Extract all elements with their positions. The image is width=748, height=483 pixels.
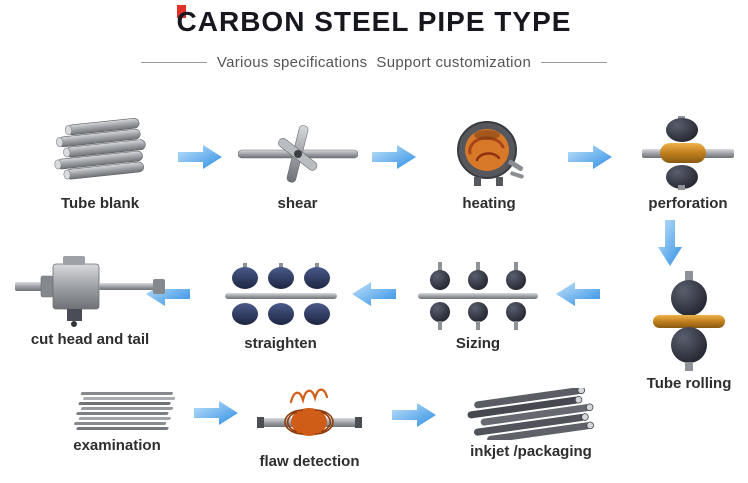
tube-blank-image: [54, 117, 146, 179]
step-label-sizing: Sizing: [455, 335, 501, 352]
step-sizing: Sizing: [408, 256, 548, 352]
step-label-straighten: straighten: [244, 335, 317, 352]
sizing-image: [418, 261, 538, 330]
examination-image: [73, 391, 175, 430]
subtitle-right-line: [541, 62, 608, 63]
subtitle: Various specifications Support customiza…: [0, 54, 748, 71]
step-tube-rolling: Tube rolling: [636, 266, 742, 392]
heating-furnace-image: [457, 120, 524, 186]
arrow-down-icon: [658, 220, 682, 266]
step-label-inkjet-packaging: inkjet /packaging: [470, 443, 592, 460]
arrow-right-icon: [372, 145, 416, 169]
step-tube-blank: Tube blank: [25, 110, 175, 212]
step-straighten: straighten: [218, 256, 343, 352]
step-inkjet-packaging: inkjet /packaging: [438, 384, 624, 460]
arrow-right-icon: [568, 145, 612, 169]
step-label-tube-rolling: Tube rolling: [646, 375, 732, 392]
red-accent-mark: [177, 5, 186, 18]
step-label-examination: examination: [73, 437, 161, 454]
page-title: CARBON STEEL PIPE TYPE: [176, 6, 572, 37]
step-heating: heating: [418, 110, 560, 212]
step-cut-head-and-tail: cut head and tail: [5, 246, 175, 348]
step-label-heating: heating: [462, 195, 516, 212]
step-flaw-detection: flaw detection: [242, 378, 377, 470]
step-label-shear: shear: [277, 195, 318, 212]
arrow-left-icon: [556, 282, 600, 306]
step-examination: examination: [46, 384, 188, 454]
cut-head-and-tail-image: [15, 255, 165, 327]
perforation-image: [642, 115, 734, 190]
tube-rolling-image: [653, 270, 725, 371]
step-perforation: perforation: [632, 110, 744, 212]
step-label-cut-head-and-tail: cut head and tail: [30, 331, 150, 348]
shear-image: [237, 124, 358, 183]
arrow-right-icon: [178, 145, 222, 169]
step-shear: shear: [225, 112, 370, 212]
subtitle-text: Various specifications Support customiza…: [216, 54, 532, 71]
step-label-tube-blank: Tube blank: [60, 195, 140, 212]
subtitle-left-line: [140, 62, 207, 63]
step-label-flaw-detection: flaw detection: [259, 453, 360, 470]
inkjet-packaging-image: [467, 387, 594, 440]
arrow-right-icon: [194, 401, 238, 425]
arrow-left-icon: [352, 282, 396, 306]
straighten-image: [224, 262, 337, 325]
arrow-right-icon: [392, 403, 436, 427]
step-label-perforation: perforation: [648, 195, 728, 212]
flaw-detection-image: [257, 388, 362, 436]
